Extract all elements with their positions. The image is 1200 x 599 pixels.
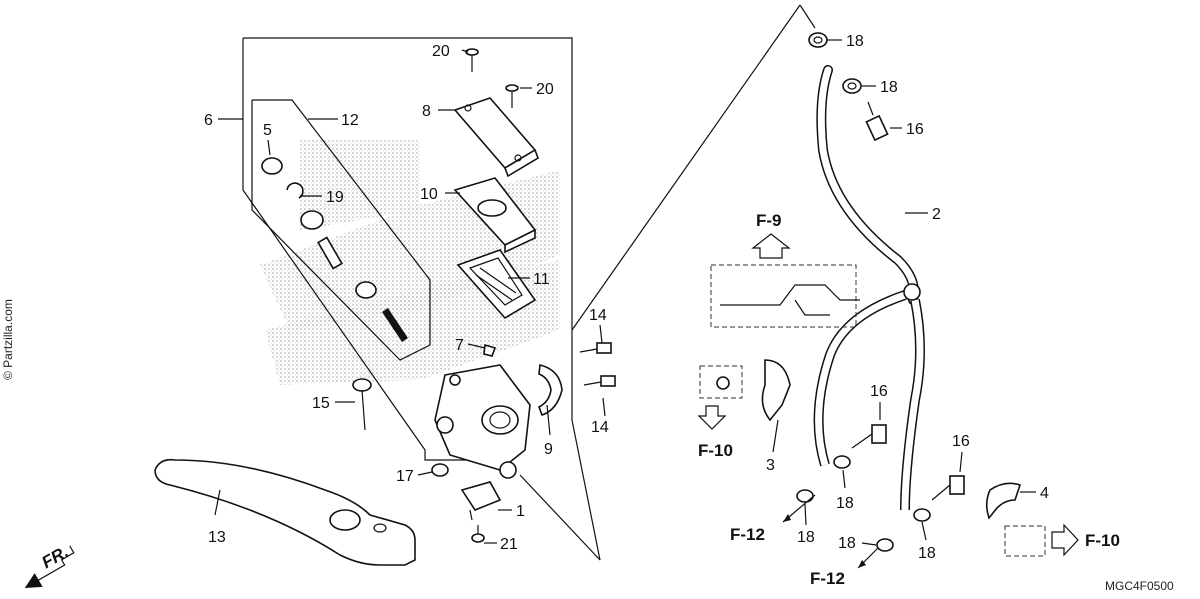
washer	[808, 32, 828, 48]
leader-lines	[214, 39, 1036, 546]
callout-17: 17	[396, 468, 414, 485]
callout-15: 15	[312, 395, 330, 412]
reference-f10: F-10	[698, 441, 733, 460]
assembly-boundary	[243, 37, 601, 561]
callout-5: 5	[263, 122, 272, 139]
callout-16: 16	[952, 433, 970, 450]
callout-14: 14	[591, 419, 609, 436]
callout-9: 9	[544, 441, 553, 458]
master-cylinder-body	[434, 364, 531, 479]
callout-11: 11	[533, 271, 550, 288]
reference-labels: F-9 F-10 F-10 F-12 F-12	[698, 211, 1120, 588]
callout-20: 20	[536, 81, 554, 98]
callout-2: 2	[932, 206, 941, 223]
callout-18: 18	[846, 33, 864, 50]
nut	[431, 463, 449, 477]
callout-14: 14	[589, 307, 607, 324]
hose-clamp	[985, 482, 1022, 520]
washer	[913, 508, 931, 522]
right-arrow-icon	[1051, 523, 1079, 557]
reference-f9: F-9	[756, 211, 782, 230]
callout-19: 19	[326, 189, 344, 206]
union-bolt	[851, 424, 887, 449]
diagram-code: MGC4F0500	[1105, 579, 1174, 593]
reservoir-cap	[453, 97, 539, 178]
callouts: 6 12 5 19 20 20 8 10 11 7 9 14 14 15 17 …	[204, 33, 1049, 562]
background-shading	[260, 140, 560, 385]
diaphragm	[456, 249, 537, 320]
screw	[465, 48, 479, 72]
callout-10: 10	[420, 186, 438, 203]
hose-clamp	[761, 359, 791, 422]
callout-18: 18	[918, 545, 936, 562]
callout-3: 3	[766, 457, 775, 474]
f10-reference-box	[1004, 525, 1046, 557]
piston-kit-boundary	[251, 99, 431, 361]
washer	[833, 455, 851, 469]
hose-joint	[903, 283, 921, 301]
callout-18: 18	[797, 529, 815, 546]
up-arrow-icon	[751, 233, 791, 259]
callout-6: 6	[204, 112, 213, 129]
callout-4: 4	[1040, 485, 1049, 502]
brake-switch	[460, 481, 502, 521]
piston-parts	[261, 157, 408, 342]
callout-16: 16	[870, 383, 888, 400]
brake-hose-right	[900, 299, 925, 511]
reference-f10: F-10	[1085, 531, 1120, 550]
callout-1: 1	[516, 503, 525, 520]
f10-reference-box	[699, 365, 743, 399]
union-bolt	[931, 475, 965, 501]
bolt	[579, 342, 612, 354]
callout-21: 21	[500, 536, 518, 553]
watermark: © Partzilla.com	[1, 299, 15, 380]
clip	[483, 343, 497, 357]
brake-hose-left	[813, 290, 907, 467]
washer	[876, 538, 894, 552]
callout-18: 18	[836, 495, 854, 512]
diaphragm-plate	[453, 177, 537, 254]
brake-lever	[154, 458, 416, 566]
callout-18: 18	[880, 79, 898, 96]
callout-7: 7	[455, 337, 464, 354]
screw	[505, 84, 519, 108]
bolt	[583, 375, 616, 387]
reference-f12: F-12	[810, 569, 845, 588]
down-arrow-icon	[697, 405, 727, 430]
pivot-bolt	[352, 378, 372, 431]
washer	[842, 78, 862, 94]
union-bolt	[865, 101, 889, 142]
callout-20: 20	[432, 43, 450, 60]
screw	[471, 525, 485, 543]
brake-hose	[816, 65, 919, 305]
callout-8: 8	[422, 103, 431, 120]
front-direction-arrow: FR.	[24, 542, 75, 588]
callout-12: 12	[341, 112, 359, 129]
callout-18: 18	[838, 535, 856, 552]
holder	[537, 364, 563, 417]
washer	[796, 489, 814, 503]
callout-13: 13	[208, 529, 226, 546]
f9-reference-box	[710, 264, 857, 328]
direction-label: FR.	[39, 542, 72, 572]
reference-f12: F-12	[730, 525, 765, 544]
callout-16: 16	[906, 121, 924, 138]
